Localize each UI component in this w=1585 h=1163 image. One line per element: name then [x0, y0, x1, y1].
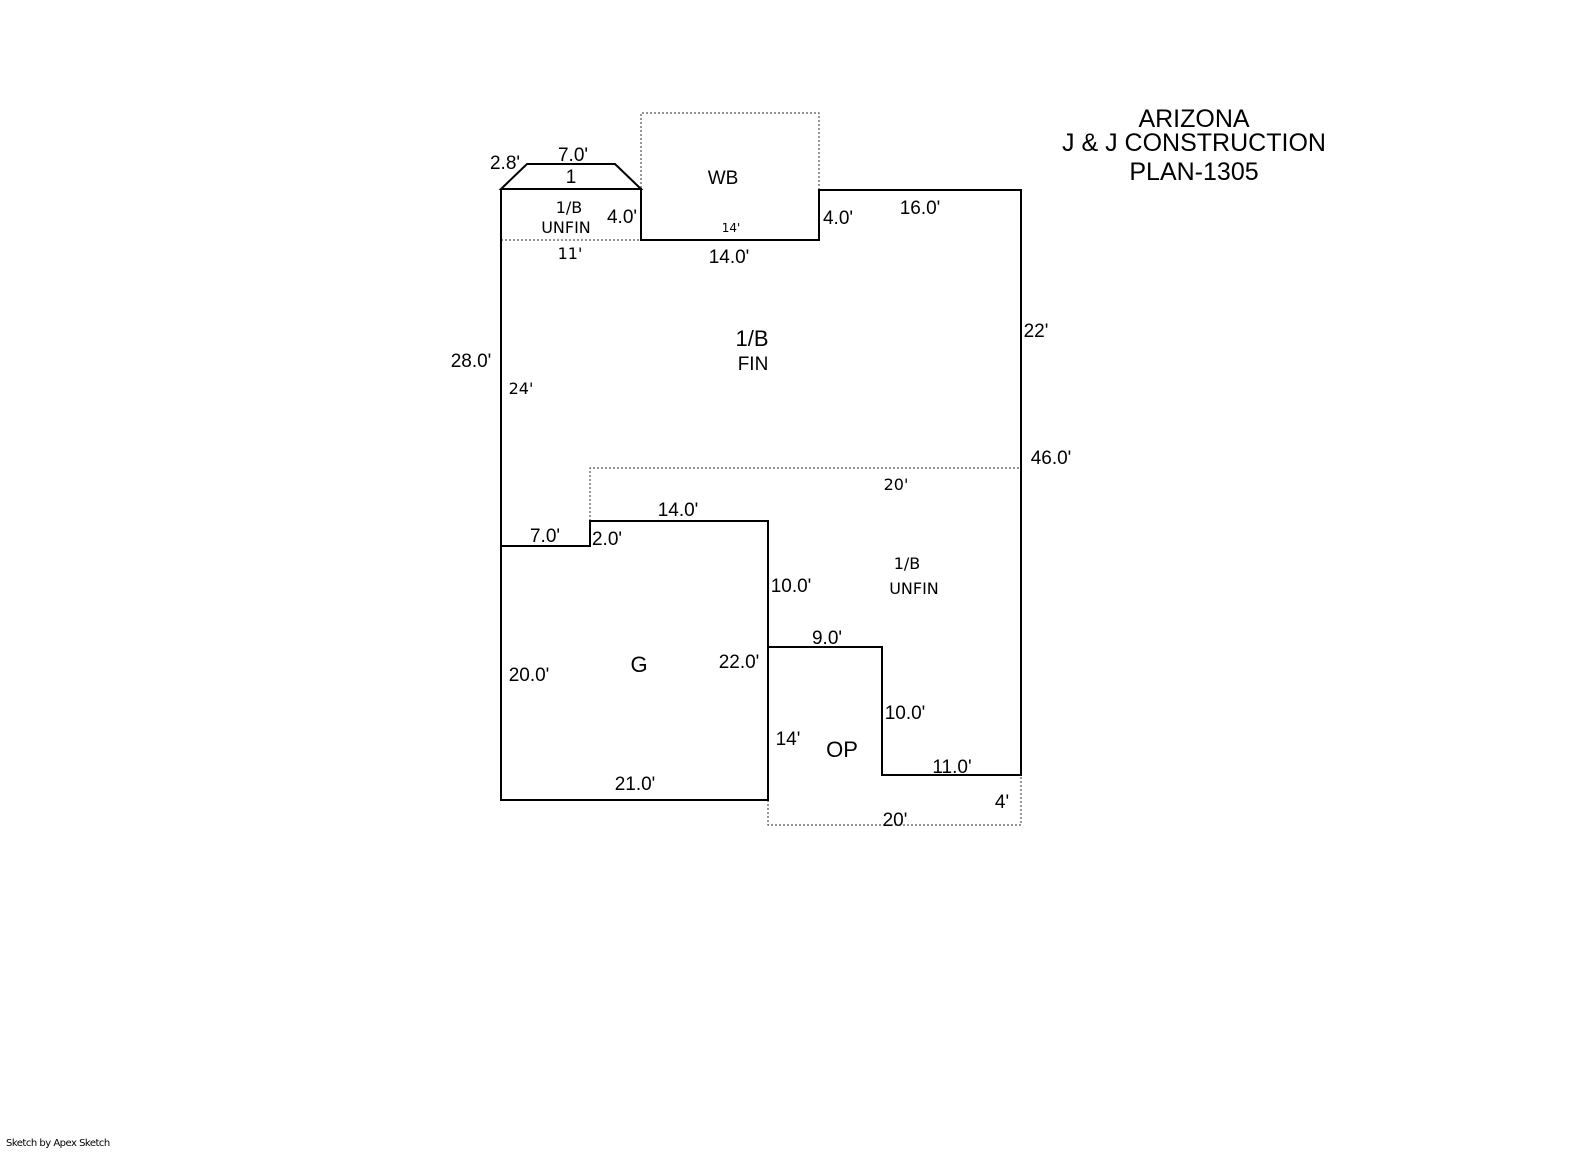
- fin-label-2: FIN: [738, 354, 769, 375]
- dim-label: 14': [776, 729, 801, 750]
- porch-dotted-outline: [767, 775, 1022, 826]
- main-outline: [500, 188, 1022, 801]
- garage-label: G: [630, 652, 647, 677]
- dim-label: 20': [884, 475, 909, 494]
- unfin-right-label-2: UNFIN: [889, 579, 939, 598]
- garage-wall: [501, 520, 769, 647]
- dim-label: 20.0': [509, 665, 550, 686]
- porch-label: OP: [826, 737, 858, 762]
- dim-label: 11.0': [932, 757, 971, 778]
- dim-label: 14': [722, 221, 741, 235]
- unfin-divider-mid: [589, 467, 1021, 521]
- dim-label: 10.0': [885, 703, 926, 724]
- dim-label: 10.0': [771, 576, 812, 597]
- fin-label-1: 1/B: [735, 326, 768, 351]
- dim-label: 20': [883, 810, 908, 831]
- dim-label: 7.0': [558, 145, 588, 166]
- dim-label: 24': [509, 379, 534, 398]
- dim-label: 2.8': [490, 153, 520, 174]
- dim-label: 16.0': [900, 198, 941, 219]
- footer-credit: Sketch by Apex Sketch: [6, 1138, 110, 1149]
- unfin-top-label-2: UNFIN: [541, 218, 591, 237]
- dim-label: 22': [1024, 321, 1049, 342]
- wb-dotted-outline: [640, 112, 820, 240]
- title-line-2: J & J CONSTRUCTION: [1062, 129, 1326, 157]
- dim-label: 4.0': [823, 208, 853, 229]
- wb-label: WB: [708, 168, 739, 189]
- dim-label: 11': [558, 244, 583, 263]
- dim-label: 21.0': [615, 774, 656, 795]
- dim-label: 2.0': [592, 529, 622, 550]
- dim-label: 22.0': [719, 652, 760, 673]
- dim-label: 4': [995, 792, 1009, 813]
- dim-label: 7.0': [530, 526, 560, 547]
- unfin-right-label-1: 1/B: [894, 554, 921, 573]
- dim-label: 14.0': [709, 247, 750, 268]
- dim-label: 4.0': [607, 207, 637, 228]
- dim-label: 14.0': [658, 500, 699, 521]
- dim-label: 28.0': [451, 351, 492, 372]
- area-1-label: 1: [566, 167, 577, 188]
- title-line-1: ARIZONA: [1138, 105, 1249, 133]
- dim-label: 9.0': [812, 628, 842, 649]
- unfin-top-label-1: 1/B: [556, 198, 583, 217]
- title-line-3: PLAN-1305: [1129, 158, 1258, 186]
- dim-label: 46.0': [1031, 448, 1072, 469]
